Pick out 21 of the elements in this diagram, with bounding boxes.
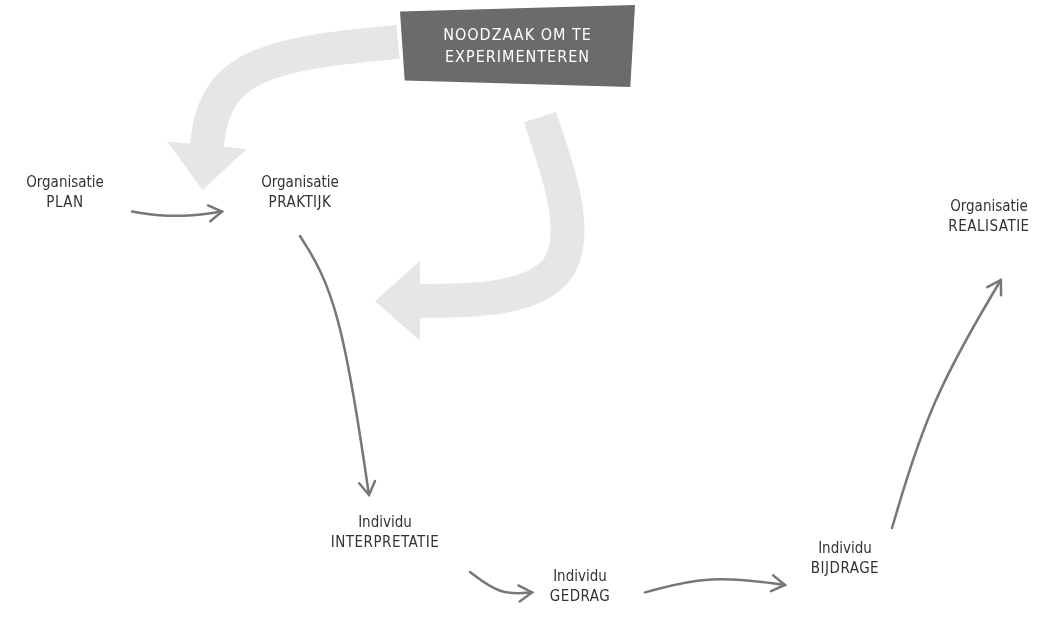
node-label: Organisatie — [949, 196, 1029, 216]
arrow — [298, 234, 377, 497]
curved-arrow — [167, 25, 400, 190]
banner-text: NOODZAAK OM TE EXPERIMENTEREN — [442, 24, 593, 68]
arrow — [468, 570, 534, 603]
banner-box — [400, 5, 635, 87]
node-title: REALISATIE — [947, 216, 1031, 236]
node-label: Organisatie — [260, 172, 340, 192]
node-title: BIJDRAGE — [809, 558, 881, 578]
arrow — [130, 204, 224, 223]
curved-arrow — [375, 111, 585, 341]
arrow — [643, 574, 787, 594]
node-title: GEDRAG — [548, 586, 612, 606]
node-label: Organisatie — [25, 172, 105, 192]
node-title: PRAKTIJK — [267, 192, 333, 212]
node-label: Individu — [817, 538, 873, 558]
node-label: Individu — [357, 512, 413, 532]
node-label: Individu — [552, 566, 608, 586]
node-title: INTERPRETATIE — [329, 532, 441, 552]
arrow — [890, 278, 1003, 530]
node-title: PLAN — [45, 192, 85, 212]
